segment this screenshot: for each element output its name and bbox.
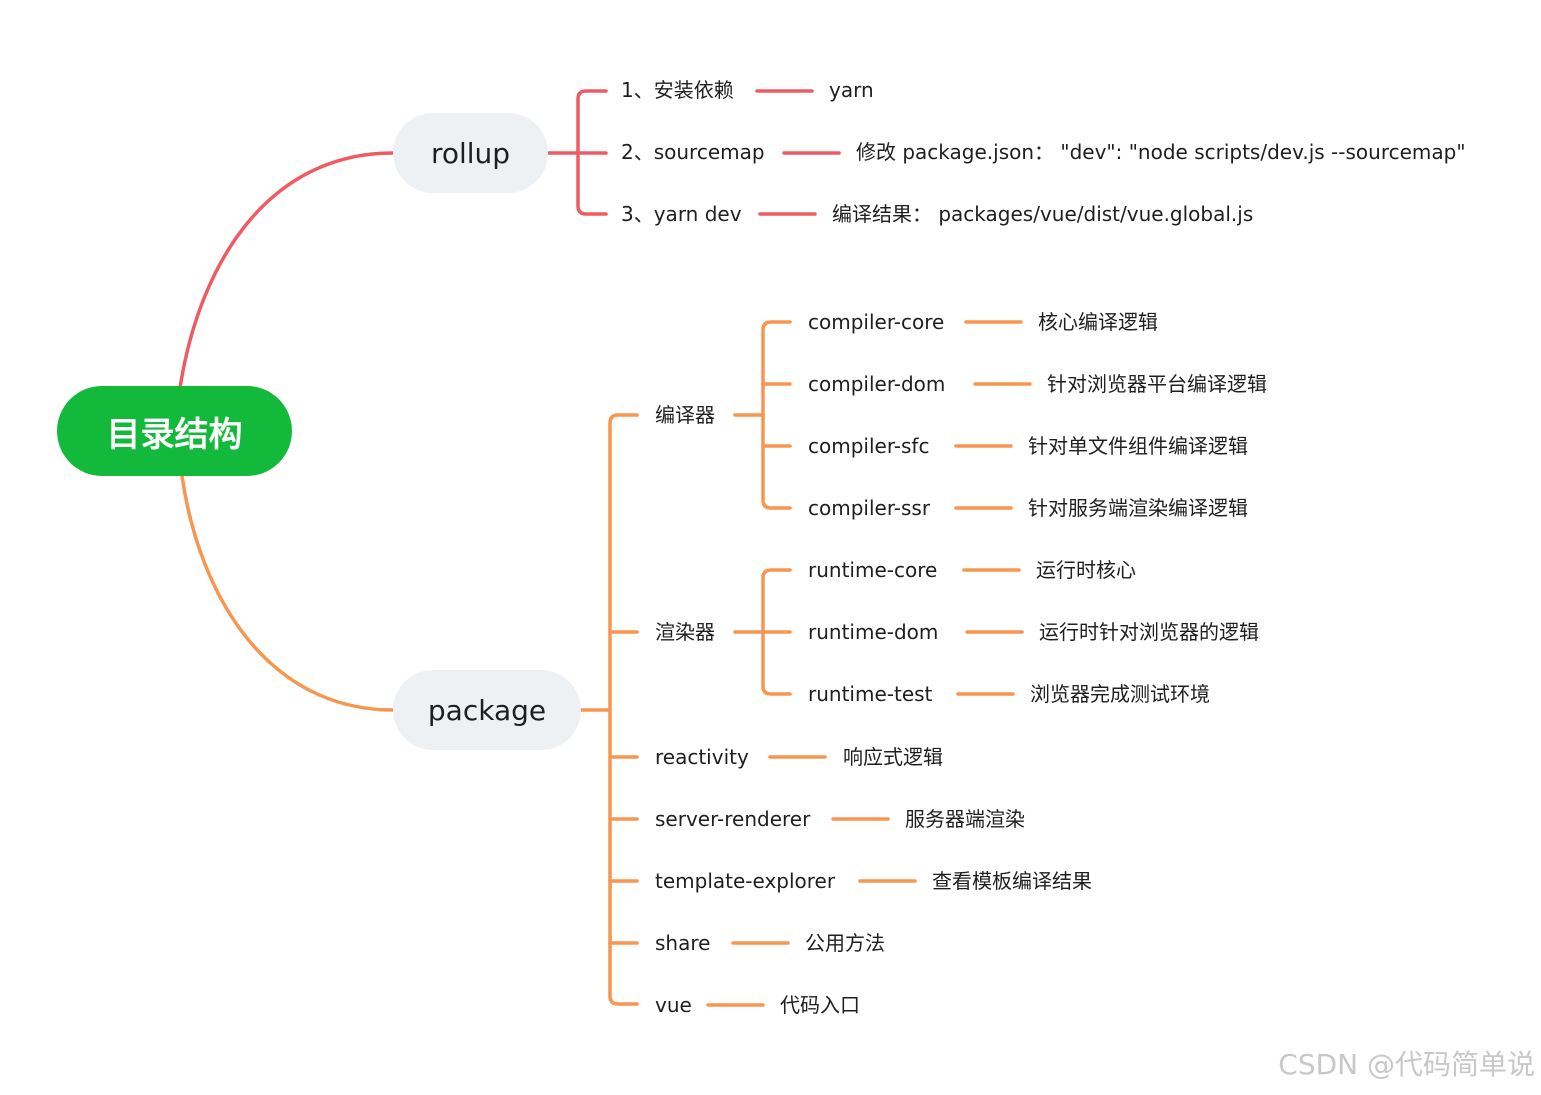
package-note-server-renderer[interactable]: 服务器端渲染 <box>905 807 1025 831</box>
compiler-sfc-note[interactable]: 针对单文件组件编译逻辑 <box>1028 434 1248 458</box>
runtime-core-note[interactable]: 运行时核心 <box>1036 558 1136 582</box>
rollup-item-install[interactable]: 1、安装依赖 <box>621 78 734 102</box>
rollup-note-yarn-dev[interactable]: 编译结果： packages/vue/dist/vue.global.js <box>832 202 1254 226</box>
rollup-note-install[interactable]: yarn <box>829 78 874 102</box>
compiler-ssr-note[interactable]: 针对服务端渲染编译逻辑 <box>1028 496 1248 520</box>
package-item-template-explorer[interactable]: template-explorer <box>655 869 836 893</box>
link-root-package <box>180 474 395 712</box>
compiler-dom-label[interactable]: compiler-dom <box>808 372 946 396</box>
package-bracket <box>608 413 639 1006</box>
rollup-note-sourcemap[interactable]: 修改 package.json： "dev": "node scripts/de… <box>856 140 1466 164</box>
compiler-ssr-label[interactable]: compiler-ssr <box>808 496 931 520</box>
runtime-test-note[interactable]: 浏览器完成测试环境 <box>1030 682 1210 706</box>
package-item-reactivity[interactable]: reactivity <box>655 745 749 769</box>
runtime-test-label[interactable]: runtime-test <box>808 682 933 706</box>
package-item-vue[interactable]: vue <box>655 993 692 1017</box>
runtime-dom-label[interactable]: runtime-dom <box>808 620 939 644</box>
watermark: CSDN @代码简单说 <box>1278 1048 1535 1081</box>
runtime-dom-note[interactable]: 运行时针对浏览器的逻辑 <box>1039 620 1259 644</box>
package-item-server-renderer[interactable]: server-renderer <box>655 807 811 831</box>
branch-node-rollup[interactable]: rollup <box>393 113 548 193</box>
compiler-dom-note[interactable]: 针对浏览器平台编译逻辑 <box>1047 372 1267 396</box>
compiler-sfc-label[interactable]: compiler-sfc <box>808 434 930 458</box>
compiler-bracket <box>761 320 792 510</box>
package-note-reactivity[interactable]: 响应式逻辑 <box>843 745 943 769</box>
compiler-core-label[interactable]: compiler-core <box>808 310 945 334</box>
runtime-core-label[interactable]: runtime-core <box>808 558 938 582</box>
package-item-share[interactable]: share <box>655 931 711 955</box>
package-item-compiler[interactable]: 编译器 <box>655 403 715 427</box>
rollup-item-sourcemap[interactable]: 2、sourcemap <box>621 140 765 164</box>
package-note-vue[interactable]: 代码入口 <box>780 993 860 1017</box>
renderer-bracket <box>761 568 792 696</box>
rollup-item-yarn-dev[interactable]: 3、yarn dev <box>621 202 742 226</box>
branch-node-package[interactable]: package <box>393 670 581 750</box>
package-note-template-explorer[interactable]: 查看模板编译结果 <box>932 869 1092 893</box>
package-note-share[interactable]: 公用方法 <box>805 931 885 955</box>
link-root-rollup <box>178 151 395 390</box>
root-node[interactable]: 目录结构 <box>57 386 292 476</box>
compiler-core-note[interactable]: 核心编译逻辑 <box>1038 310 1158 334</box>
package-item-renderer[interactable]: 渲染器 <box>655 620 715 644</box>
